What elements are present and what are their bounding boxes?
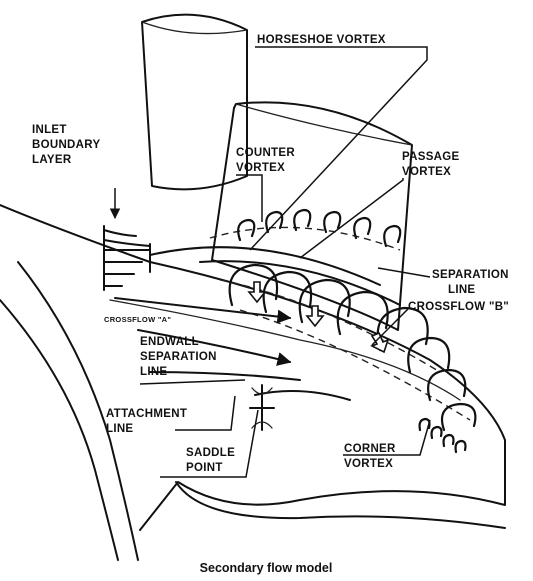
label-endwall-separation-2: SEPARATION	[140, 351, 217, 363]
label-inlet-boundary-layer-2: BOUNDARY	[32, 139, 100, 151]
passage-vortex-loops	[230, 265, 476, 430]
label-passage-vortex-1: PASSAGE	[402, 151, 460, 163]
label-attachment-line-2: LINE	[106, 423, 133, 435]
label-corner-vortex-1: CORNER	[344, 443, 396, 455]
label-inlet-boundary-layer-1: INLET	[32, 124, 67, 136]
label-counter-vortex-2: VORTEX	[236, 162, 285, 174]
blade-upper	[142, 15, 247, 190]
label-inlet-boundary-layer-3: LAYER	[32, 154, 72, 166]
inlet-profile	[104, 226, 150, 290]
label-counter-vortex-1: COUNTER	[236, 147, 295, 159]
label-crossflow-a: CROSSFLOW "A"	[104, 315, 171, 324]
figure-caption: Secondary flow model	[200, 561, 333, 575]
label-attachment-line-1: ATTACHMENT	[106, 408, 187, 420]
label-separation-line-2: LINE	[448, 284, 475, 296]
label-separation-line-1: SEPARATION	[432, 269, 509, 281]
label-crossflow-b: CROSSFLOW "B"	[408, 301, 509, 313]
label-endwall-separation-1: ENDWALL	[140, 336, 199, 348]
label-corner-vortex-2: VORTEX	[344, 458, 393, 470]
label-saddle-point-1: SADDLE	[186, 447, 235, 459]
label-horseshoe-vortex: HORSESHOE VORTEX	[257, 34, 386, 46]
label-endwall-separation-3: LINE	[140, 366, 167, 378]
label-saddle-point-2: POINT	[186, 462, 223, 474]
label-passage-vortex-2: VORTEX	[402, 166, 451, 178]
